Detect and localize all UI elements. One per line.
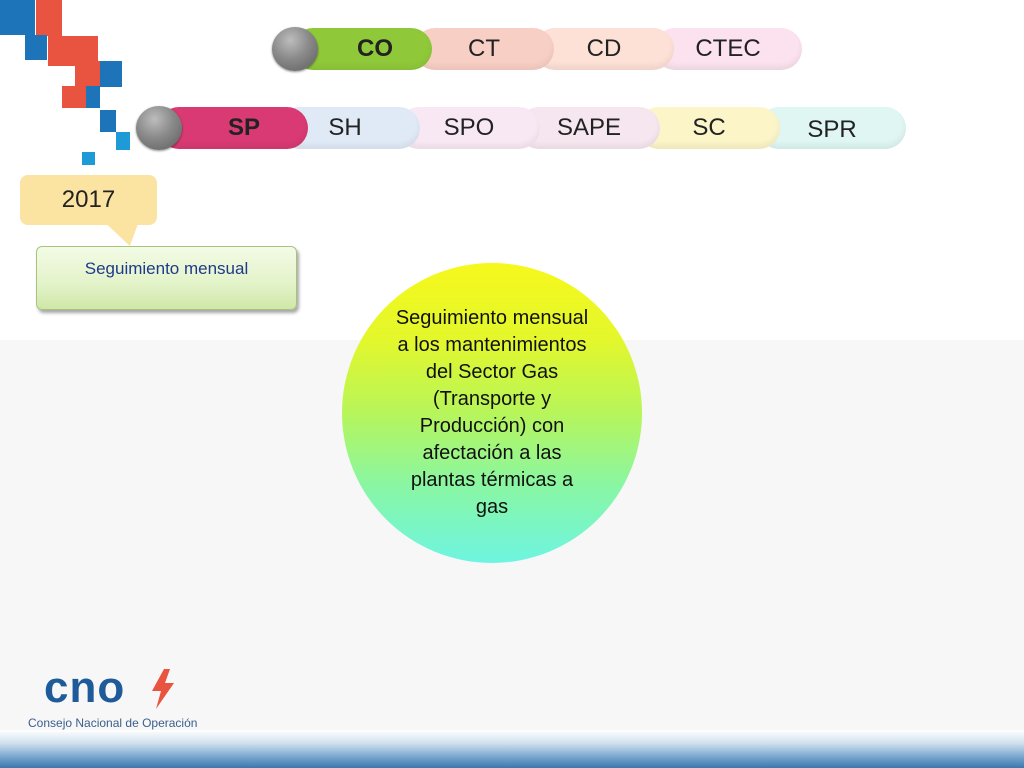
monthly-tracking-label: Seguimiento mensual xyxy=(84,259,249,278)
bottom-gradient-strip xyxy=(0,730,1024,768)
nav-pill-spo[interactable]: SPO xyxy=(398,107,540,149)
year-callout: 2017 xyxy=(20,175,157,225)
year-label: 2017 xyxy=(61,186,116,213)
nav-pill-spr[interactable]: SPR xyxy=(758,107,906,149)
nav-pill-sp[interactable]: SP xyxy=(158,107,308,149)
row-knob-icon xyxy=(272,27,318,71)
nav-pill-ctec[interactable]: CTEC xyxy=(654,28,802,70)
lightning-bolt-icon xyxy=(152,669,174,709)
nav-pill-sape[interactable]: SAPE xyxy=(518,107,660,149)
logo-subtitle: Consejo Nacional de Operación xyxy=(28,716,198,730)
row-knob-icon xyxy=(136,106,182,150)
sub-nav-row: SP SH SPO SAPE SC SPR xyxy=(136,106,906,150)
monthly-tracking-button[interactable]: Seguimiento mensual xyxy=(36,246,297,310)
description-circle: Seguimiento mensual a los mantenimientos… xyxy=(342,263,642,563)
description-text: Seguimiento mensual a los mantenimientos… xyxy=(395,307,589,518)
cno-logo: cno xyxy=(44,665,184,713)
top-nav-row: CO CT CD CTEC xyxy=(272,27,802,71)
nav-pill-cd[interactable]: CD xyxy=(534,28,674,70)
nav-pill-ct[interactable]: CT xyxy=(414,28,554,70)
nav-pill-sc[interactable]: SC xyxy=(638,107,780,149)
